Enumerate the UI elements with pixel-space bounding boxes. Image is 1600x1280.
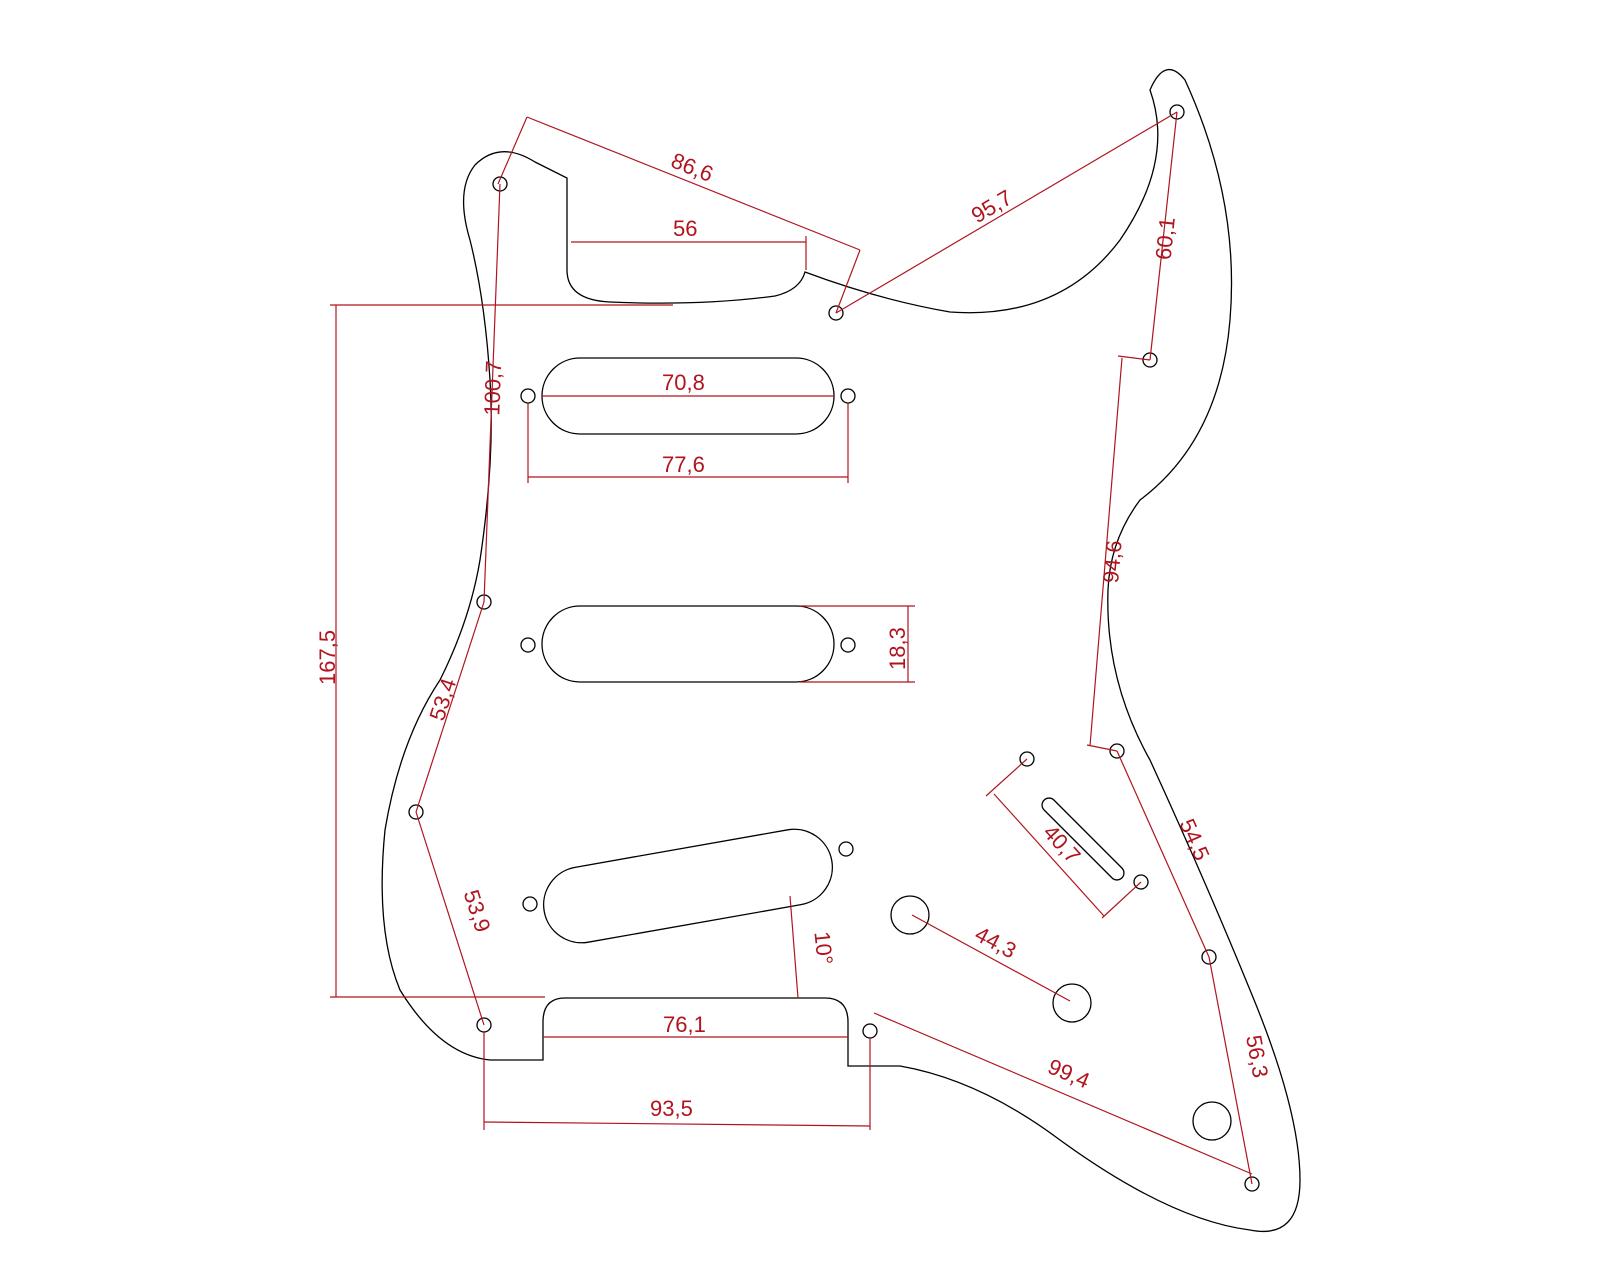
pickup-neck-screw-left [520,388,536,404]
dim-label-70-8: 70,8 [662,370,705,395]
screw-hole-horn [1169,104,1185,120]
pickup-middle [541,605,835,683]
screw-hole-tail [1244,1176,1260,1192]
dimension-labels: 86,6 56 95,7 60,1 100,7 70,8 77,6 167,5 … [315,148,1273,1121]
switch-screw-bottom [1133,874,1149,890]
controls [890,751,1232,1141]
pickguard-outline [381,69,1301,1232]
dim-label-93-5: 93,5 [650,1096,693,1121]
dimension-lines [330,111,1253,1185]
dim-label-53-4: 53,4 [424,675,461,723]
screw-hole-right-upper [1142,352,1158,368]
dim-label-40-7: 40,7 [1038,820,1085,869]
dim-label-60-1: 60,1 [1151,216,1180,261]
screw-hole-right-lower [1201,949,1217,965]
dim-label-53-9: 53,9 [459,887,496,935]
dim-label-76-1: 76,1 [663,1012,706,1037]
screw-hole-top-middle [828,305,844,321]
screw-hole-bottom-middle [862,1023,878,1039]
screw-hole-right-middle [1109,743,1125,759]
pot-hole-2 [1052,983,1092,1023]
dim-label-77-6: 77,6 [662,452,705,477]
dim-label-99-4: 99,4 [1044,1054,1093,1094]
pickup-openings [520,357,856,944]
dim-label-94-6: 94,6 [1098,539,1127,584]
switch-slot [1041,797,1125,881]
pickup-bridge [542,828,834,944]
dim-label-100-7: 100,7 [479,360,506,416]
dim-label-56-3: 56,3 [1241,1033,1273,1080]
dim-label-10-deg: 10° [809,930,837,966]
pickup-bridge-screw-left [522,896,538,912]
dim-label-44-3: 44,3 [971,921,1021,963]
dim-label-56: 56 [673,216,697,241]
dim-label-54-5: 54,5 [1174,815,1214,864]
dim-label-167-5: 167,5 [315,630,340,685]
dim-label-86-6: 86,6 [668,148,717,187]
jack-hole [1192,1101,1232,1141]
screw-hole-left-lower [408,804,424,820]
pickup-middle-screw-right [840,637,856,653]
pickup-middle-screw-left [520,637,536,653]
dim-label-18-3: 18,3 [885,627,910,670]
pickup-neck-screw-right [840,388,856,404]
pot-hole-1 [890,895,930,935]
switch-screw-top [1019,751,1035,767]
pickup-bridge-screw-right [838,841,854,857]
